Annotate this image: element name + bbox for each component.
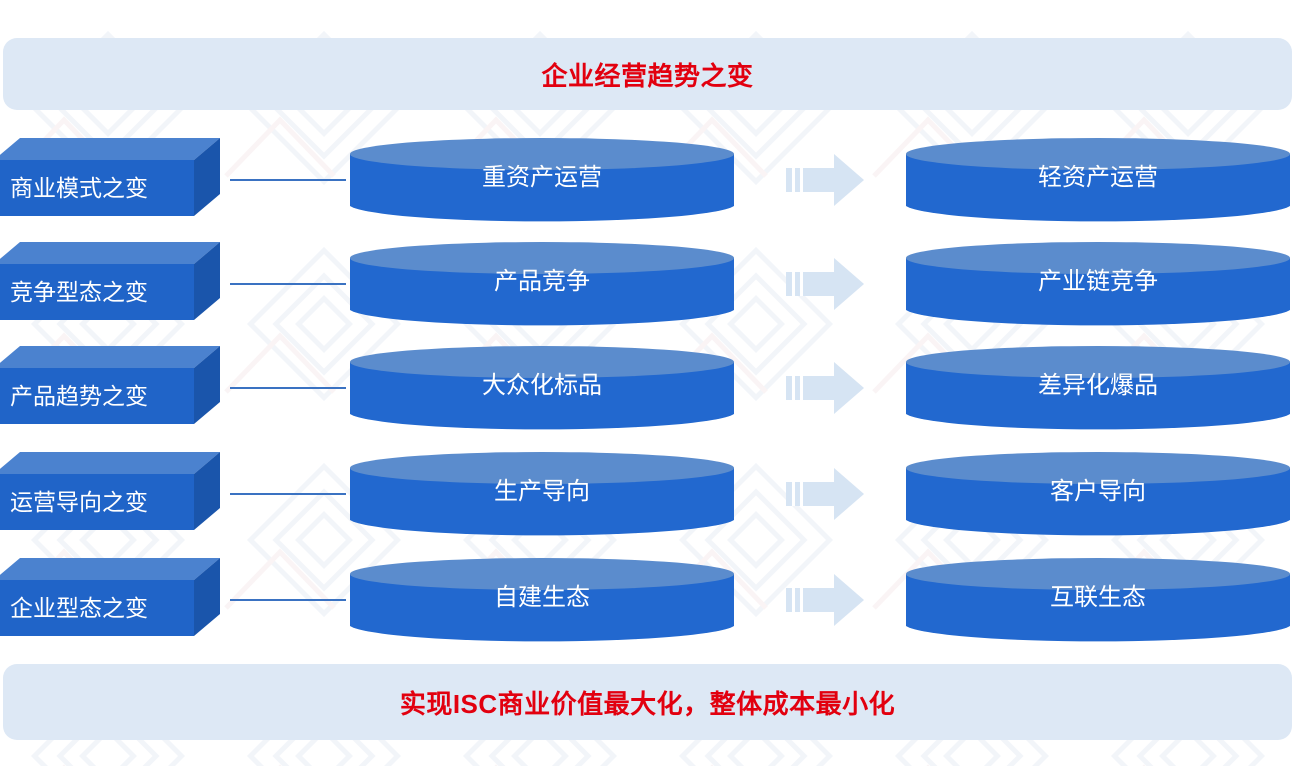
- trend-row: 商业模式之变 重资产运营 轻资产运: [0, 132, 1300, 228]
- trend-row: 运营导向之变 生产导向 客户导向: [0, 446, 1300, 542]
- category-box[interactable]: 企业型态之变: [0, 558, 220, 642]
- to-state-label: 差异化爆品: [1038, 372, 1158, 399]
- arrow-glyph: [786, 258, 864, 310]
- arrow-glyph: [786, 154, 864, 206]
- to-state-cylinder[interactable]: 客户导向: [904, 450, 1292, 538]
- category-box[interactable]: 竞争型态之变: [0, 242, 220, 326]
- category-label: 竞争型态之变: [10, 278, 148, 305]
- category-label: 产品趋势之变: [10, 382, 148, 409]
- connector-line-icon: [230, 387, 346, 389]
- to-state-label: 客户导向: [1050, 478, 1146, 505]
- connector-line-icon: [230, 179, 346, 181]
- right-arrow-icon: [786, 154, 864, 206]
- to-state-cylinder[interactable]: 差异化爆品: [904, 344, 1292, 432]
- to-state-label: 互联生态: [1050, 584, 1146, 611]
- to-state-label: 轻资产运营: [1038, 164, 1158, 191]
- from-state-label: 重资产运营: [482, 164, 602, 191]
- to-state-label: 产业链竞争: [1038, 268, 1158, 295]
- arrow-glyph: [786, 362, 864, 414]
- to-state-cylinder[interactable]: 轻资产运营: [904, 136, 1292, 224]
- category-box[interactable]: 产品趋势之变: [0, 346, 220, 430]
- connector-line-icon: [230, 493, 346, 495]
- connector-line-icon: [230, 599, 346, 601]
- category-box[interactable]: 商业模式之变: [0, 138, 220, 222]
- category-box-face: 竞争型态之变: [0, 264, 194, 320]
- category-box[interactable]: 运营导向之变: [0, 452, 220, 536]
- category-box-face: 产品趋势之变: [0, 368, 194, 424]
- from-state-cylinder[interactable]: 生产导向: [348, 450, 736, 538]
- from-state-label: 大众化标品: [482, 372, 602, 399]
- footer-banner: 实现ISC商业价值最大化，整体成本最小化: [3, 664, 1292, 740]
- right-arrow-icon: [786, 258, 864, 310]
- right-arrow-icon: [786, 468, 864, 520]
- trend-row: 产品趋势之变 大众化标品 差异化爆: [0, 340, 1300, 436]
- arrow-glyph: [786, 468, 864, 520]
- to-state-cylinder[interactable]: 互联生态: [904, 556, 1292, 644]
- right-arrow-icon: [786, 362, 864, 414]
- trend-row: 企业型态之变 自建生态 互联生态: [0, 552, 1300, 648]
- category-box-face: 运营导向之变: [0, 474, 194, 530]
- category-label: 企业型态之变: [10, 594, 148, 621]
- trend-row: 竞争型态之变 产品竞争 产业链竞争: [0, 236, 1300, 332]
- category-box-face: 商业模式之变: [0, 160, 194, 216]
- page-title: 企业经营趋势之变: [541, 60, 754, 91]
- from-state-cylinder[interactable]: 自建生态: [348, 556, 736, 644]
- from-state-cylinder[interactable]: 重资产运营: [348, 136, 736, 224]
- from-state-label: 生产导向: [494, 478, 590, 505]
- category-label: 商业模式之变: [10, 174, 148, 201]
- right-arrow-icon: [786, 574, 864, 626]
- category-box-face: 企业型态之变: [0, 580, 194, 636]
- arrow-glyph: [786, 574, 864, 626]
- footer-statement: 实现ISC商业价值最大化，整体成本最小化: [399, 688, 896, 719]
- to-state-cylinder[interactable]: 产业链竞争: [904, 240, 1292, 328]
- from-state-cylinder[interactable]: 大众化标品: [348, 344, 736, 432]
- from-state-label: 自建生态: [494, 584, 590, 611]
- category-label: 运营导向之变: [10, 488, 148, 515]
- from-state-label: 产品竞争: [494, 268, 590, 295]
- connector-line-icon: [230, 283, 346, 285]
- title-banner: 企业经营趋势之变: [3, 38, 1292, 110]
- from-state-cylinder[interactable]: 产品竞争: [348, 240, 736, 328]
